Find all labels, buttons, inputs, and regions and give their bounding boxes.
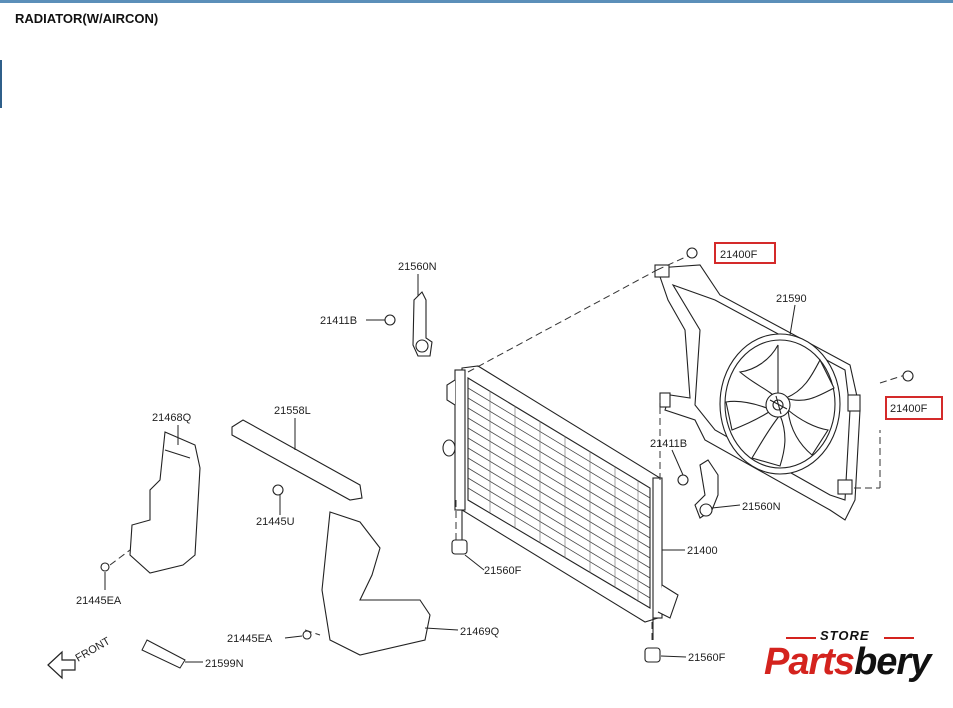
label-21599n: 21599N [205,658,244,670]
label-21400f-top: 21400F [720,249,758,261]
label-21445ea-left: 21445EA [76,595,122,607]
side-air-guide [100,431,201,574]
label-21560n-right: 21560N [742,501,781,513]
lower-air-guide [302,511,431,656]
logo-divider [786,637,914,639]
label-21400: 21400 [687,545,718,557]
logo-store-text: STORE [820,628,870,643]
label-21469q: 21469Q [460,626,500,638]
label-21560n-top: 21560N [398,261,437,273]
label-21468q: 21468Q [152,412,192,424]
label-21558l: 21558L [274,405,311,417]
radiator-core [442,365,679,640]
label-21445u: 21445U [256,516,295,528]
label-21400f-right: 21400F [890,403,928,415]
logo-brand-part-a: Parts [764,641,855,683]
label-21411b-left: 21411B [320,315,357,327]
seal-strip [231,419,363,501]
label-21411b-right: 21411B [650,438,687,450]
fan-assembly [654,264,861,521]
logo-brand-part-b: bery [854,641,931,683]
highlight-box-21400f-top [714,242,776,264]
leader-lines [104,274,796,663]
upper-bracket [384,291,433,357]
label-21560f-mid: 21560F [484,565,522,577]
diagram-title: RADIATOR(W/AIRCON) [15,11,159,26]
top-border [0,0,953,3]
label-21560f-bottom: 21560F [688,652,726,664]
label-21445ea-mid: 21445EA [227,633,273,645]
highlight-box-21400f-right [885,396,943,420]
lower-bracket [677,459,719,519]
left-accent-bar [0,60,2,108]
front-arrow-icon [47,650,76,680]
label-21590: 21590 [776,293,807,305]
brand-logo: Partsbery [764,640,931,684]
mount-bushings [451,247,914,663]
label-plate [141,639,186,669]
label-front: FRONT [74,635,113,664]
